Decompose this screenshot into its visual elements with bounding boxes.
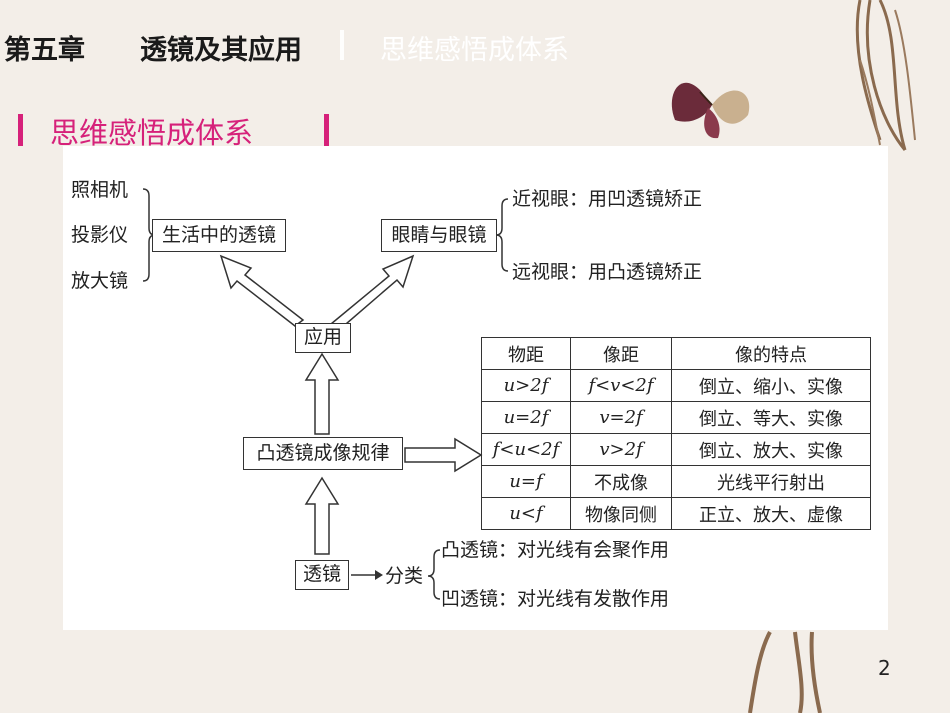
col-image-distance: 像距	[570, 337, 672, 370]
arrowhead-classify	[375, 570, 383, 580]
table-row: u<f 物像同侧 正立、放大、虚像	[481, 497, 871, 530]
butterfly-icon	[671, 82, 750, 139]
cell-v: 不成像	[570, 465, 672, 498]
example-projector: 投影仪	[71, 224, 129, 246]
arrow-to-life-lens	[219, 254, 305, 327]
table-row: u=2f v=2f 倒立、等大、实像	[481, 401, 871, 434]
table-header-row: 物距 像距 像的特点	[481, 337, 871, 370]
myopia-text: 近视眼：用凹透镜矫正	[512, 188, 703, 210]
imaging-rules-table: 物距 像距 像的特点 u>2f f<v<2f 倒立、缩小、实像 u=2f v=2…	[481, 337, 871, 530]
section-bar-left	[18, 114, 23, 146]
cell-v: v=2f	[570, 401, 672, 434]
cell-feature: 倒立、放大、实像	[671, 433, 871, 466]
slide-header: 第五章 透镜及其应用 思维感悟成体系	[0, 22, 950, 70]
classify-brace	[427, 549, 441, 600]
life-lens-box: 生活中的透镜	[152, 219, 286, 252]
cell-feature: 正立、放大、虚像	[671, 497, 871, 530]
table-row: u=f 不成像 光线平行射出	[481, 465, 871, 498]
table-row: u>2f f<v<2f 倒立、缩小、实像	[481, 369, 871, 402]
example-camera: 照相机	[71, 179, 129, 201]
cell-u: u<f	[481, 497, 571, 530]
arrow-to-eye-lens	[329, 254, 415, 331]
eye-brace	[495, 198, 509, 272]
cell-feature: 光线平行射出	[671, 465, 871, 498]
table-row: f<u<2f v>2f 倒立、放大、实像	[481, 433, 871, 466]
col-object-distance: 物距	[481, 337, 571, 370]
cell-u: u=2f	[481, 401, 571, 434]
arrow-to-application	[304, 352, 340, 435]
classify-label: 分类	[385, 565, 424, 587]
cell-feature: 倒立、缩小、实像	[671, 369, 871, 402]
lens-box: 透镜	[295, 560, 349, 590]
convex-rule-box: 凸透镜成像规律	[243, 437, 403, 470]
section-title: 思维感悟成体系	[50, 116, 254, 150]
section-bar-right	[324, 114, 329, 146]
arrow-to-rule	[304, 476, 340, 555]
application-box: 应用	[295, 323, 351, 353]
col-image-features: 像的特点	[671, 337, 871, 370]
convex-desc: 凸透镜：对光线有会聚作用	[441, 539, 670, 561]
header-section-label: 思维感悟成体系	[380, 35, 569, 66]
header-divider	[340, 30, 344, 60]
page-number: 2	[878, 656, 891, 680]
chapter-label: 第五章	[4, 35, 85, 66]
concept-map-panel: 照相机 投影仪 放大镜 生活中的透镜 眼睛与眼镜 近视眼：用凹透镜矫正 远视眼：…	[63, 146, 888, 630]
cell-v: 物像同侧	[570, 497, 672, 530]
cell-u: u>2f	[481, 369, 571, 402]
cell-u: u=f	[481, 465, 571, 498]
branch-bottom	[748, 631, 822, 713]
example-magnifier: 放大镜	[71, 270, 129, 292]
cell-v: f<v<2f	[570, 369, 672, 402]
cell-feature: 倒立、等大、实像	[671, 401, 871, 434]
branch-right	[859, 9, 916, 146]
hyperopia-text: 远视眼：用凸透镜矫正	[512, 261, 703, 283]
concave-desc: 凹透镜：对光线有发散作用	[441, 588, 670, 610]
arrow-to-table	[404, 437, 483, 473]
eye-lens-box: 眼睛与眼镜	[381, 219, 497, 252]
cell-v: v>2f	[570, 433, 672, 466]
cell-u: f<u<2f	[481, 433, 571, 466]
lesson-title: 透镜及其应用	[140, 35, 302, 66]
diagram-lines	[142, 188, 509, 600]
